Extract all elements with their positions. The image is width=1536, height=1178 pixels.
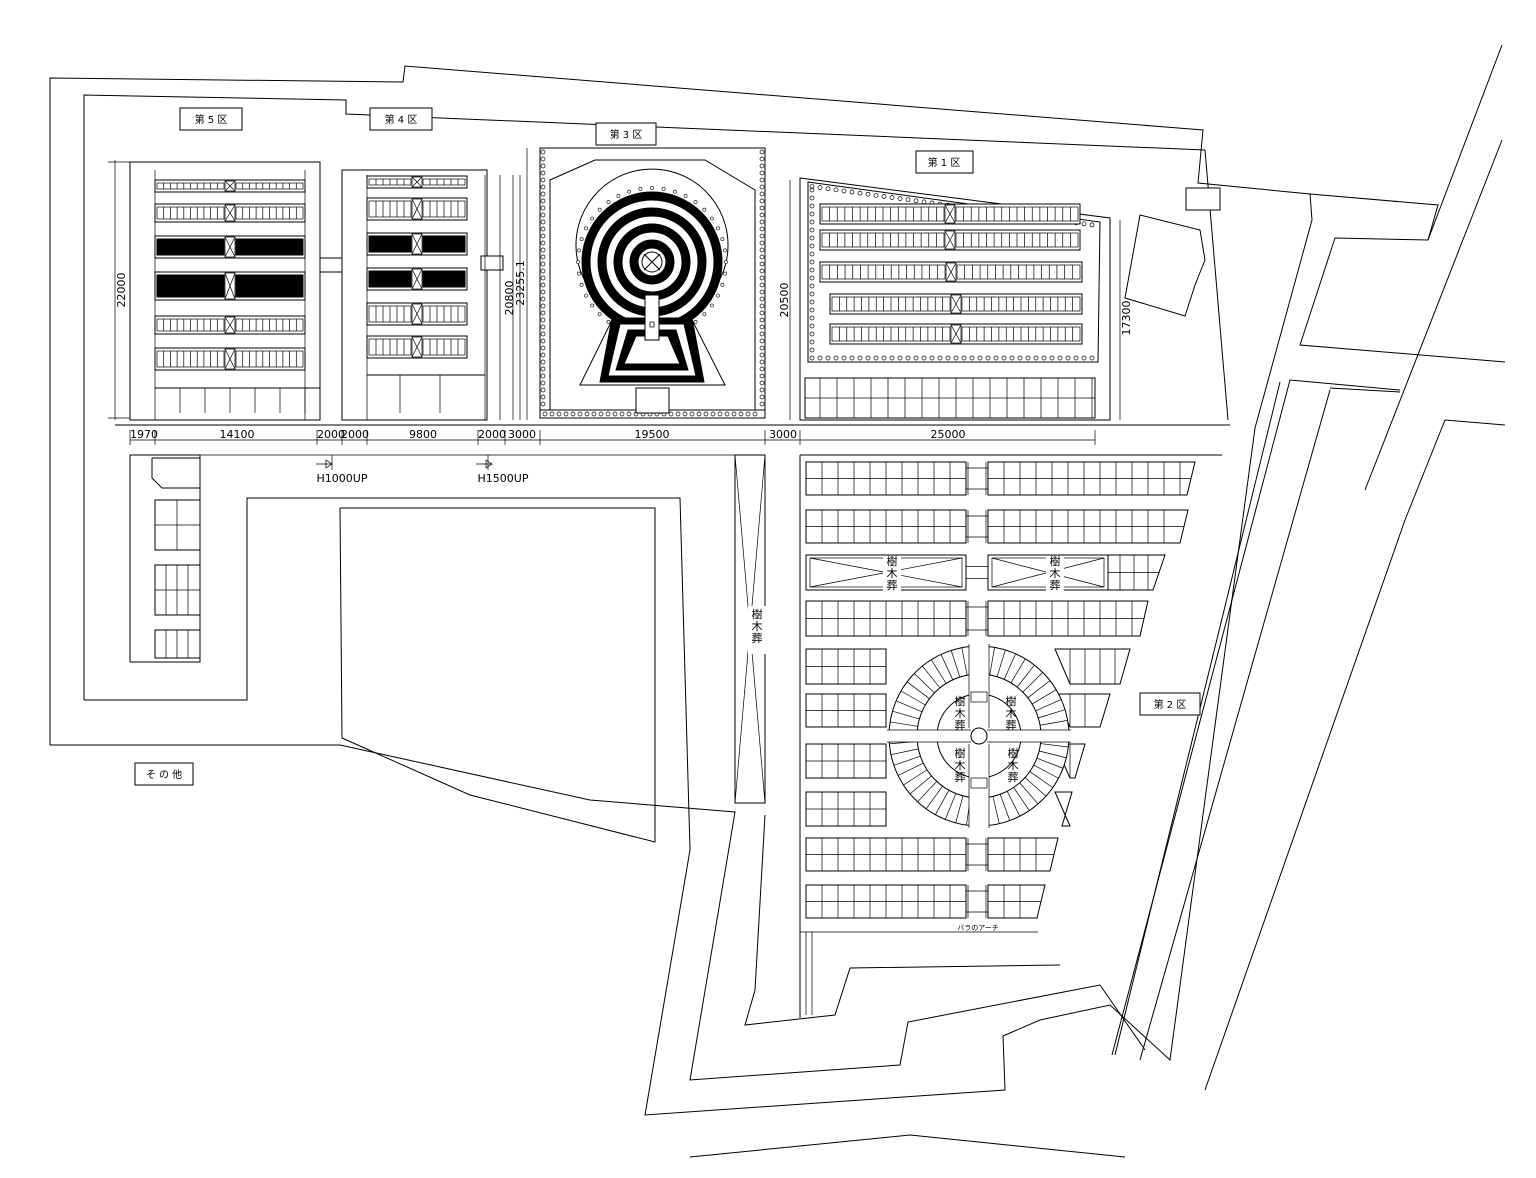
burial-row: [805, 693, 1111, 728]
other-area-block: [129, 454, 201, 663]
dim-1970: 1970: [130, 428, 158, 441]
burial-row: [366, 197, 468, 221]
dim-2000-b: 2000: [341, 428, 369, 441]
section-1-block: [799, 177, 1111, 421]
burial-row: [829, 323, 1083, 345]
burial-row: [154, 235, 306, 259]
burial-row: [154, 315, 306, 335]
other-area-label: そ の 他: [146, 768, 182, 781]
tree-burial-labels: 樹木葬 樹木葬 樹木葬 樹木葬 樹木葬 樹木葬 樹木葬 バラのアーチ: [752, 555, 1064, 932]
burial-row: [805, 743, 1086, 779]
dim-9800: 9800: [409, 428, 437, 441]
section-4-block: [341, 169, 514, 421]
section-2-label: 第 2 区: [1154, 698, 1187, 711]
section-4-label: 第 4 区: [385, 113, 418, 126]
section-2-block: [799, 454, 1222, 1018]
burial-row: [819, 203, 1081, 225]
burial-row: [819, 261, 1083, 283]
tree-burial-label: 樹木葬: [1006, 695, 1017, 732]
dim-2000-c: 2000: [478, 428, 506, 441]
section-labels: 第 5 区 第 4 区 第 3 区 第 1 区 第 2 区 そ の 他: [134, 107, 1201, 786]
section-5-block: [129, 161, 343, 421]
central-tree-burial-strip: [734, 454, 766, 804]
section-3-label: 第 3 区: [610, 128, 643, 141]
dim-3000-a: 3000: [508, 428, 536, 441]
burial-row: [829, 293, 1083, 315]
burial-row: [154, 271, 306, 301]
keyhole-garden: [575, 168, 729, 386]
burial-row: [366, 232, 468, 256]
road-lines: [1111, 44, 1506, 1091]
dim-v-17300: 17300: [1120, 301, 1133, 336]
burial-row: [154, 179, 306, 193]
dimension-lines: [108, 148, 1230, 470]
dim-v-20500: 20500: [778, 283, 791, 318]
burial-row: [805, 509, 1189, 544]
dim-14100: 14100: [220, 428, 255, 441]
burial-row: [819, 229, 1081, 251]
tree-burial-label: 樹木葬: [752, 608, 763, 645]
tree-burial-label: 樹木葬: [955, 695, 966, 732]
burial-row: [805, 461, 1196, 496]
dimension-texts: 1970 14100 2000 2000 9800 2000 3000 1950…: [115, 260, 1133, 441]
step-h1500-label: H1500UP: [478, 472, 529, 485]
burial-row: [805, 791, 1073, 827]
rose-arch-label: バラのアーチ: [957, 924, 999, 932]
step-labels: H1000UP H1500UP: [317, 472, 529, 485]
burial-row: [366, 335, 468, 359]
tree-burial-label: 樹木葬: [1050, 555, 1061, 592]
burial-row: [805, 554, 1166, 591]
burial-row: [366, 267, 468, 291]
section-5-label: 第 5 区: [195, 113, 228, 126]
tree-burial-label: 樹木葬: [1008, 747, 1019, 784]
dim-25000: 25000: [931, 428, 966, 441]
dim-v-23255: 23255.1: [514, 260, 527, 306]
dim-2000-a: 2000: [317, 428, 345, 441]
burial-row: [154, 347, 306, 371]
tree-burial-label: 樹木葬: [887, 555, 898, 592]
burial-row: [154, 203, 306, 223]
dim-19500: 19500: [635, 428, 670, 441]
step-h1000-label: H1000UP: [317, 472, 368, 485]
section-1-label: 第 1 区: [928, 156, 961, 169]
dim-3000-b: 3000: [769, 428, 797, 441]
dim-v-20800: 20800: [503, 281, 516, 316]
tree-burial-label: 樹木葬: [955, 747, 966, 784]
burial-row: [366, 175, 468, 189]
section-5-slots: [179, 388, 306, 413]
burial-row: [805, 884, 1046, 919]
burial-row: [366, 302, 468, 326]
site-boundary: [49, 65, 1313, 1158]
section-3-block: [539, 147, 766, 419]
burial-row: [805, 648, 1131, 685]
dim-v-22000: 22000: [115, 273, 128, 308]
burial-row: [805, 600, 1149, 637]
burial-row: [805, 837, 1059, 872]
